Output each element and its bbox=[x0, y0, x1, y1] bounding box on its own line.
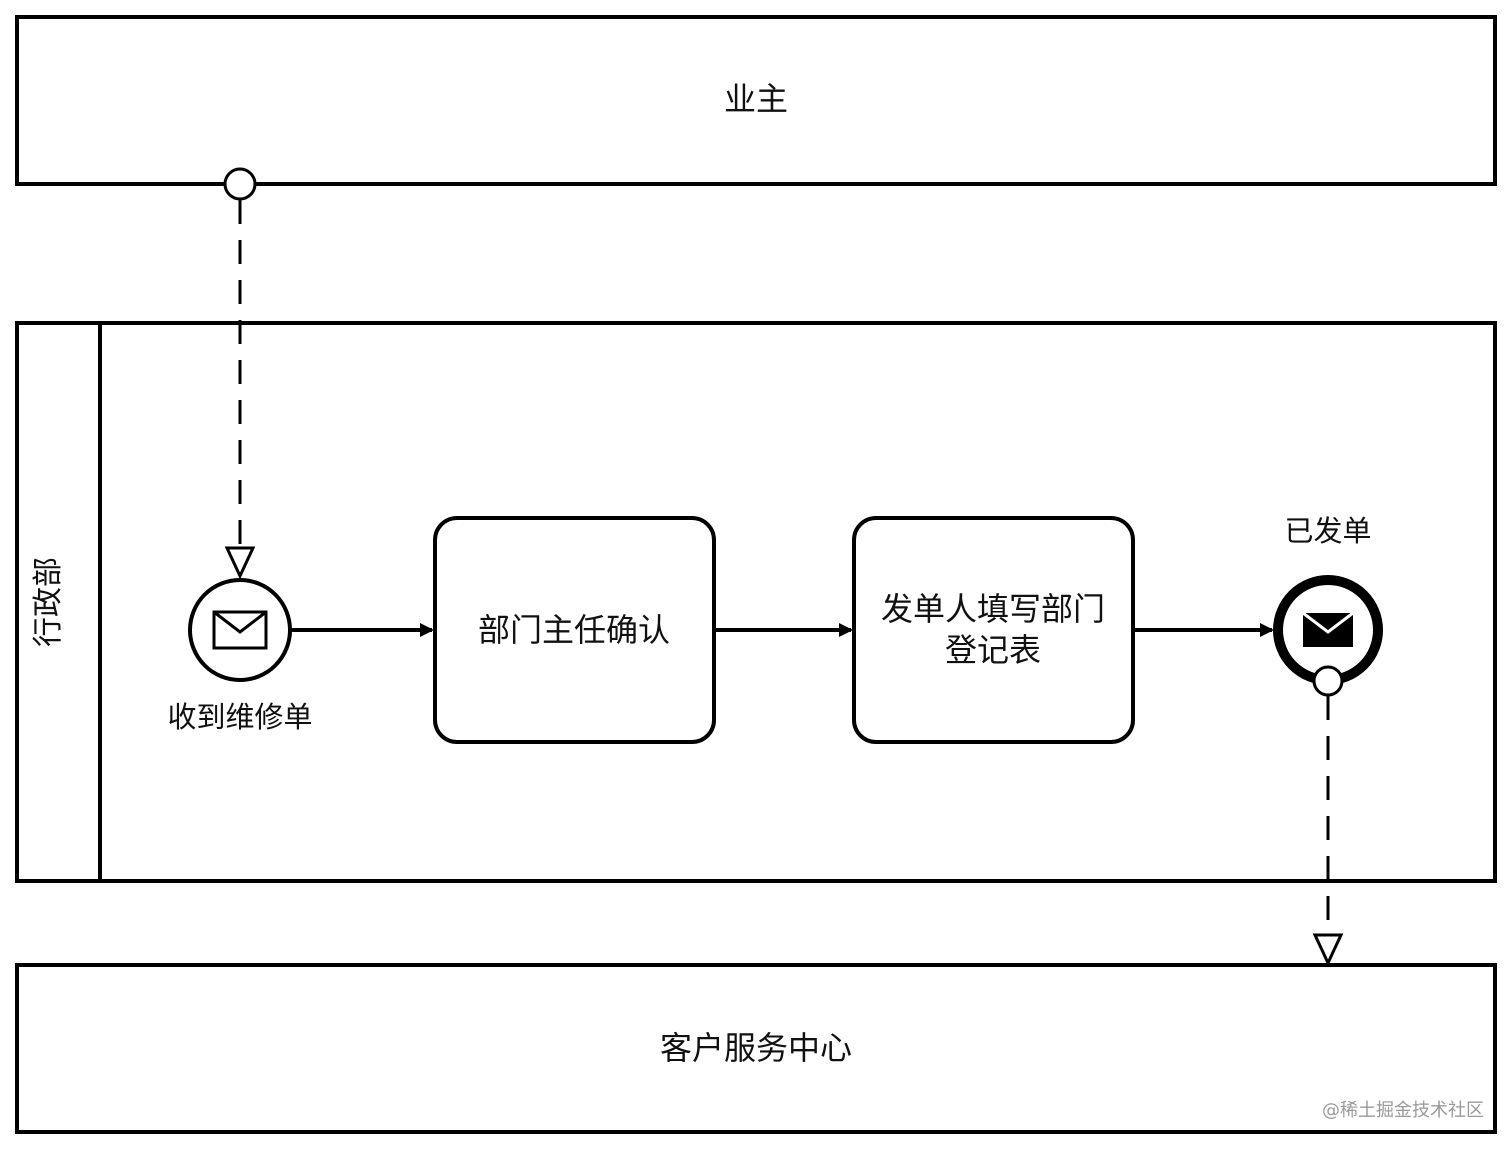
pool-owner[interactable]: 业主 bbox=[15, 15, 1497, 186]
pool-admin-dept-label: 行政部 bbox=[31, 557, 66, 647]
end-event[interactable]: 已发单 bbox=[1273, 514, 1383, 685]
task-dept-head-confirm[interactable]: 部门主任确认 bbox=[433, 516, 716, 744]
message-flow-owner-to-start[interactable] bbox=[223, 167, 257, 580]
task-fill-register-form-line1: 发单人填写部门 bbox=[881, 590, 1105, 628]
end-event-label: 已发单 bbox=[1284, 514, 1371, 548]
pool-owner-label: 业主 bbox=[724, 80, 788, 118]
watermark-text: @稀土掘金技术社区 bbox=[1322, 1100, 1484, 1121]
task-dept-head-confirm-label: 部门主任确认 bbox=[478, 611, 670, 649]
pool-customer-service[interactable]: 客户服务中心 bbox=[15, 963, 1497, 1134]
start-event-label: 收到维修单 bbox=[167, 700, 312, 734]
message-flow-source-circle bbox=[223, 167, 257, 201]
envelope-icon bbox=[212, 610, 268, 650]
start-event[interactable]: 收到维修单 bbox=[167, 578, 313, 734]
message-flow-source-circle bbox=[1312, 665, 1344, 697]
pool-customer-service-label: 客户服务中心 bbox=[660, 1029, 852, 1067]
message-flow-arrowhead bbox=[1312, 933, 1344, 967]
envelope-filled-icon bbox=[1302, 611, 1354, 647]
task-fill-register-form-line2: 登记表 bbox=[945, 631, 1041, 669]
task-fill-register-form[interactable]: 发单人填写部门 登记表 bbox=[852, 516, 1135, 744]
message-flow-arrowhead bbox=[224, 546, 256, 580]
message-flow-end-to-customer-service[interactable] bbox=[1312, 665, 1344, 967]
